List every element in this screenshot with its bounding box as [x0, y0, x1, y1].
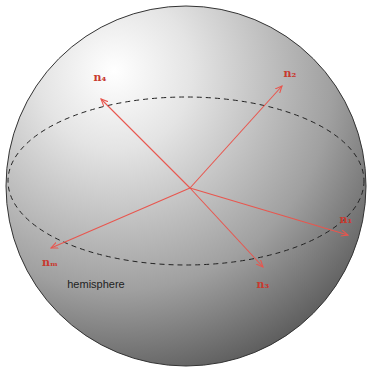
vector-arrow	[101, 99, 190, 188]
normal-vectors	[51, 86, 348, 267]
sphere	[6, 6, 366, 366]
vector-arrow	[190, 188, 263, 267]
vector-label: n₁	[340, 214, 353, 225]
vector-label: n₃	[257, 279, 270, 290]
vector-arrow	[51, 188, 190, 248]
vector-label: n₄	[94, 72, 107, 83]
vector-label: nₘ	[42, 257, 58, 268]
vector-label: n₂	[284, 68, 297, 79]
equator-ellipse	[8, 97, 364, 265]
vector-arrow	[190, 188, 348, 235]
vector-arrow	[190, 86, 282, 188]
region-label: hemisphere	[67, 279, 124, 290]
